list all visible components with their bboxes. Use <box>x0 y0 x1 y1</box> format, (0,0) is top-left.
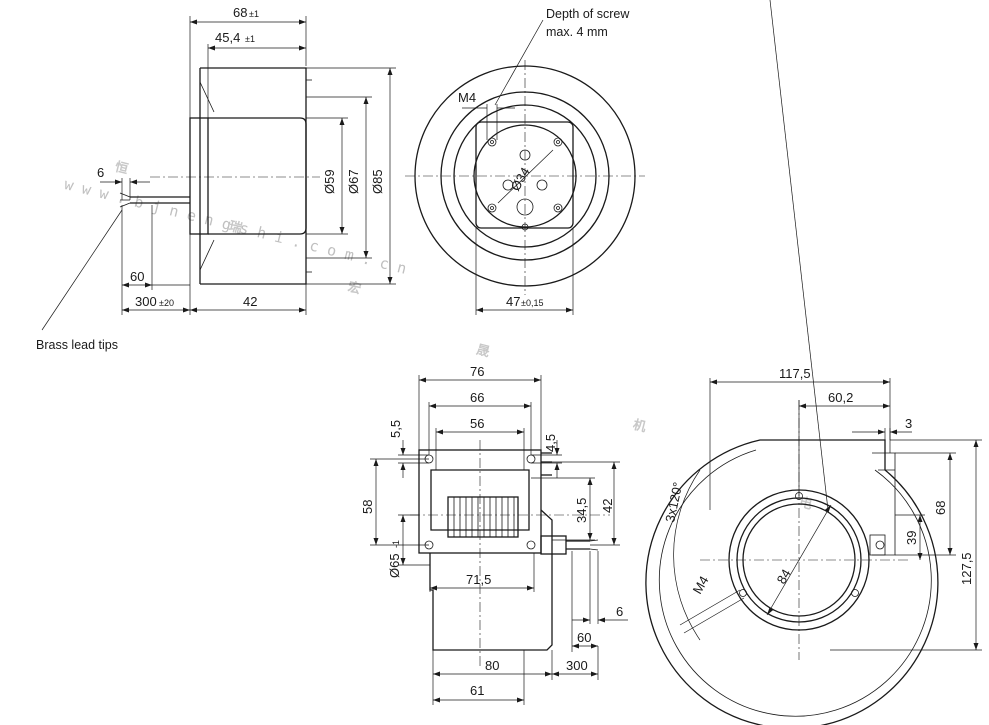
dim-d59: Ø59 <box>322 169 337 194</box>
dim-61: 61 <box>470 683 484 698</box>
dim-60-side: 60 <box>130 269 144 284</box>
dim-58: 58 <box>360 500 375 514</box>
dim-76: 76 <box>470 364 484 379</box>
dim-127-5: 127,5 <box>959 552 974 585</box>
dim-68-tol: ±1 <box>249 9 259 19</box>
dim-45-4: 45,4 <box>215 30 240 45</box>
dim-60-bottom: 60 <box>577 630 591 645</box>
motor-plate <box>475 121 574 229</box>
watermark-char-1: 恒 <box>113 159 129 178</box>
dim-3x120: 3x120° <box>662 481 685 524</box>
dim-34-5: 34,5 <box>574 498 589 523</box>
dim-80: 80 <box>485 658 499 673</box>
fan-wheel <box>447 496 519 538</box>
watermark-char-2: 瑞 <box>227 218 243 237</box>
watermark-char-4: 晟 <box>475 343 491 361</box>
dim-45-4-tol: ±1 <box>245 34 255 44</box>
scroll-view: 117,5 60,2 3 68 39 127,5 84 <box>645 0 982 725</box>
dim-47-tol: ±0,15 <box>521 298 543 308</box>
m4-front-label: M4 <box>458 90 476 105</box>
dim-60-2: 60,2 <box>828 390 853 405</box>
dim-300-tol: ±20 <box>159 298 174 308</box>
side-view: 68 ±1 45,4 ±1 Ø59 Ø67 Ø85 6 <box>36 5 396 352</box>
angle-arc <box>673 469 701 641</box>
housing-taper <box>199 81 215 271</box>
dim-d65: Ø65 <box>387 553 402 578</box>
dim-3: 3 <box>905 416 912 431</box>
dim-d85: Ø85 <box>370 169 385 194</box>
housing-inner <box>430 469 530 531</box>
motor-outline <box>429 509 553 651</box>
dim-300-bottom: 300 <box>566 658 588 673</box>
screw-depth-line1: Depth of screw <box>546 7 630 21</box>
dim-5-5: 5,5 <box>388 420 403 438</box>
dim-d34: Ø34 <box>508 165 533 194</box>
dim-300-side: 300 <box>135 294 157 309</box>
dim-6-bottom: 6 <box>616 604 623 619</box>
cable-gland <box>540 535 567 555</box>
outlet-flange <box>872 452 896 556</box>
front-view: M4 Depth of screw max. 4 mm Ø34 47 ±0,15 <box>405 7 645 315</box>
dim-84: 84 <box>774 566 794 586</box>
brass-lead-tips-label: Brass lead tips <box>36 338 118 352</box>
dim-68: 68 <box>233 5 247 20</box>
dim-66: 66 <box>470 390 484 405</box>
watermark-char-3: 宏 <box>346 279 362 298</box>
scroll-housing <box>645 439 939 725</box>
dim-6-side: 6 <box>97 165 104 180</box>
dim-d65-tol: -1 <box>391 540 401 548</box>
screw-depth-line2: max. 4 mm <box>546 25 608 39</box>
m4-right-label: M4 <box>690 573 712 596</box>
dim-68-right: 68 <box>933 501 948 515</box>
motor-flange <box>189 117 209 235</box>
dim-42-top: 42 <box>600 499 615 513</box>
dim-71-5: 71,5 <box>466 572 491 587</box>
dim-4-5: 4,5 <box>543 434 558 452</box>
dim-47: 47 <box>506 294 520 309</box>
dim-42-side: 42 <box>243 294 257 309</box>
housing-outline <box>200 67 307 285</box>
dim-39: 39 <box>904 531 919 545</box>
bottom-view: 76 66 56 5,5 4,5 58 <box>360 364 628 705</box>
watermark-char-5: 机 <box>631 417 647 436</box>
dim-d67: Ø67 <box>346 169 361 194</box>
dim-117-5: 117,5 <box>779 366 811 381</box>
dim-56: 56 <box>470 416 484 431</box>
